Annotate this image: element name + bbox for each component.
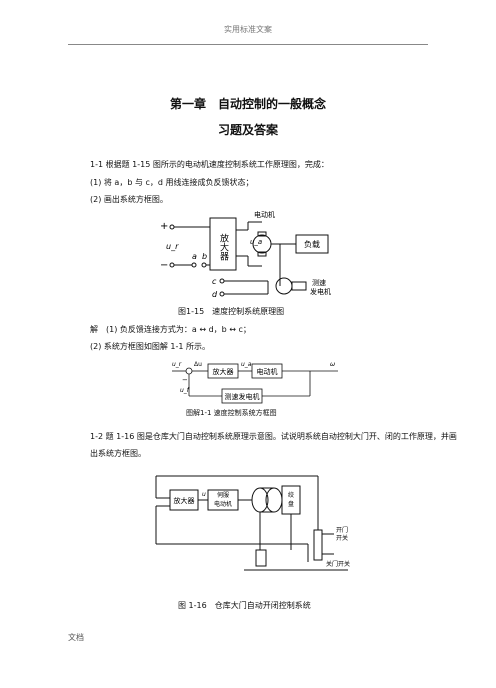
block-w-label: ω	[330, 361, 335, 368]
servo-label-line-2: 电动机	[214, 500, 232, 508]
amplifier-label: 放大器	[218, 232, 229, 260]
minus-sign: −	[160, 260, 168, 271]
generator-label-line-2: 发电机	[310, 287, 331, 296]
terminal-d-label: d	[212, 290, 218, 299]
chapter-title: 第一章 自动控制的一般概念	[169, 97, 326, 111]
servo-label-line-1: 伺服	[217, 491, 229, 499]
drum-label-line-2: 盘	[288, 500, 294, 508]
answer-1-line-2: (2) 系统方框图如图解 1-1 所示。	[90, 342, 211, 351]
block-ur-label: u_r	[172, 361, 182, 368]
speed-control-block-diagram: u_r Δu u_a ω − u_f 放大器 电动机 测速发电机	[172, 361, 338, 404]
terminal-b-label: b	[202, 252, 207, 261]
open-switch-label-line-1: 开门	[336, 526, 348, 534]
terminal-c-label: c	[212, 277, 217, 286]
block-minus-sign: −	[182, 376, 188, 384]
answer-1-line-1: 解 (1) 负反馈连接方式为：a ↔ d，b ↔ c；	[90, 325, 251, 334]
ur-label: u_r	[166, 242, 179, 251]
close-switch-label: 关门开关	[326, 560, 350, 568]
page-header: 实用标准文案	[224, 25, 272, 34]
block-diagram-caption: 图解1-1 速度控制系统方框图	[186, 409, 277, 417]
question-2-text: 1-2 题 1-16 图是仓库大门自动控制系统原理示意图。试说明系统自动控制大门…	[90, 432, 457, 458]
figure-1-16-caption: 图 1-16 仓库大门自动开闭控制系统	[178, 601, 311, 610]
block-amplifier-label: 放大器	[213, 367, 234, 376]
question-1-item-2: (2) 画出系统方框图。	[90, 195, 168, 204]
speed-control-schematic: + − u_r a b c d 放大器 u_a 电动机 负载 测速 发电机	[160, 210, 331, 299]
chapter-subtitle: 习题及答案	[217, 123, 278, 137]
terminal-a-label: a	[192, 252, 197, 261]
open-switch-label-line-2: 开关	[336, 534, 348, 542]
page-footer: 文档	[68, 633, 84, 642]
ua-label: u_a	[250, 238, 262, 246]
load-label: 负载	[304, 239, 320, 249]
motor-label: 电动机	[254, 210, 275, 219]
door-amplifier-label: 放大器	[174, 496, 195, 505]
header-divider	[68, 44, 428, 45]
question-1-stem: 1-1 根据题 1-15 图所示的电动机速度控制系统工作原理图，完成：	[90, 160, 329, 169]
block-uf-label: u_f	[180, 387, 190, 394]
drum-label-line-1: 绞	[288, 491, 294, 499]
block-generator-label: 测速发电机	[225, 392, 260, 401]
warehouse-door-schematic: 放大器 u 伺服 电动机 绞 盘 开门 开关 关门开关	[155, 475, 350, 571]
generator-label-line-1: 测速	[312, 279, 326, 287]
block-ua-label: u_a	[241, 361, 252, 368]
figure-1-15-caption: 图1-15 速度控制系统原理图	[178, 307, 285, 316]
door-u-label: u	[202, 491, 206, 498]
plus-sign: +	[160, 221, 168, 232]
question-1-item-1: (1) 将 a，b 与 c，d 用线连接成负反馈状态；	[90, 178, 254, 187]
block-motor-label: 电动机	[257, 367, 278, 376]
block-du-label: Δu	[194, 361, 202, 368]
